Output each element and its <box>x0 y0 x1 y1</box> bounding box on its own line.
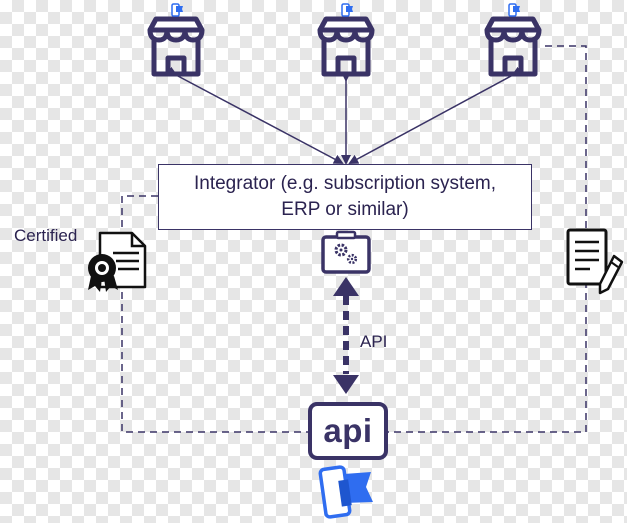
api-arrow-head-up <box>333 277 359 296</box>
api-arrow-head-down <box>333 375 359 394</box>
certified-label: Certified <box>14 226 78 245</box>
phone-flag-badge-icon <box>171 3 183 17</box>
api-box: api <box>308 402 388 460</box>
contract-edit-icon <box>566 228 624 295</box>
dashed-connector-left <box>121 195 308 433</box>
integrator-box: Integrator (e.g. subscription system, ER… <box>158 164 532 230</box>
integrator-label: Integrator (e.g. subscription system, ER… <box>193 173 496 220</box>
store-icon <box>317 16 375 77</box>
arrow-store-right <box>348 66 523 164</box>
store-icon <box>147 16 205 77</box>
dashed-connector-right <box>388 45 587 433</box>
store-icon <box>484 16 542 77</box>
phone-flag-badge-icon <box>341 3 353 17</box>
gears-window-icon <box>321 230 371 274</box>
api-connection-label: API <box>360 332 388 351</box>
api-box-label: api <box>323 412 373 449</box>
certificate-icon <box>88 231 147 292</box>
phone-flag-icon <box>318 465 373 519</box>
phone-flag-badge-icon <box>508 3 520 17</box>
arrow-store-left <box>166 66 344 164</box>
